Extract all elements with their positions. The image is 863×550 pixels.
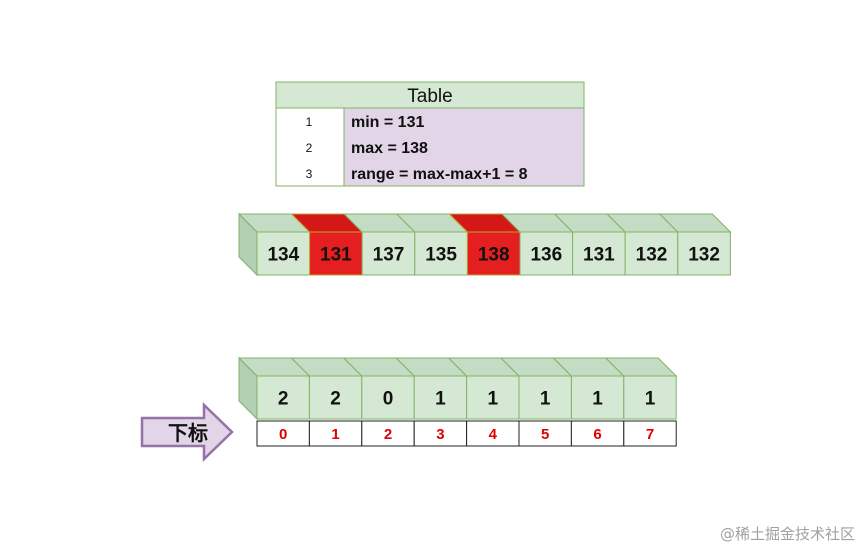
input-cell-value: 131 (320, 245, 352, 266)
table-row-number: 1 (306, 115, 313, 129)
count-cell-value: 2 (278, 389, 289, 410)
input-cell-value: 136 (530, 245, 562, 266)
index-value: 0 (279, 426, 287, 443)
index-cell (623, 420, 677, 447)
index-arrow: 下标 (140, 402, 234, 462)
count-cell-value: 1 (540, 389, 551, 410)
arrow-shape (140, 402, 234, 462)
input-cell (677, 231, 731, 276)
input-cell-value: 134 (267, 245, 299, 266)
table-row-text: min = 131 (351, 114, 424, 131)
index-value: 1 (331, 426, 339, 443)
input-cell (572, 231, 626, 276)
index-value: 2 (384, 426, 392, 443)
index-row: 0 1 2 3 4 5 6 7 (256, 420, 677, 447)
index-value: 4 (489, 426, 498, 443)
count-cell-value: 1 (488, 389, 499, 410)
table-border (275, 107, 585, 187)
table-row-text: max = 138 (351, 140, 428, 157)
table-row-number: 3 (306, 167, 313, 181)
info-table: Table 1 min = 131 2 max = 138 3 range = max-ma… (275, 81, 585, 187)
input-cell-highlighted (466, 231, 521, 276)
table-row-text: range = max-max+1 = 8 (351, 166, 528, 183)
input-cell-value: 138 (478, 245, 510, 266)
index-value: 5 (541, 426, 549, 443)
index-value: 3 (436, 426, 444, 443)
count-cell-value: 1 (435, 389, 446, 410)
input-cell (256, 231, 311, 276)
index-cell (518, 420, 572, 447)
table-body (344, 108, 584, 186)
table-row-number: 2 (306, 141, 313, 155)
count-cell-value: 0 (383, 389, 394, 410)
input-cell-value: 135 (425, 245, 457, 266)
count-cell (623, 375, 677, 420)
input-cell-value: 132 (636, 245, 668, 266)
input-cell (519, 231, 574, 276)
table-header (275, 81, 585, 109)
input-cell-value: 131 (583, 245, 615, 266)
index-cell (570, 420, 625, 447)
count-array: 2 2 0 1 1 1 1 1 (237, 356, 678, 421)
count-cell (570, 375, 625, 420)
count-cell (413, 375, 468, 420)
watermark: @稀土掘金技术社区 (720, 525, 855, 543)
count-cell-value: 1 (645, 389, 656, 410)
input-cell (414, 231, 468, 276)
input-cell (624, 231, 679, 276)
input-cell-value: 137 (373, 245, 405, 266)
index-cell (466, 420, 520, 447)
arrow-label: 下标 (168, 421, 208, 445)
index-value: 7 (646, 426, 654, 443)
count-cell-value: 2 (330, 389, 341, 410)
table-title: Table (407, 86, 452, 107)
input-cell-value: 132 (688, 245, 720, 266)
input-cell-highlighted (309, 231, 363, 276)
count-cell (466, 375, 520, 420)
count-cell (308, 375, 363, 420)
count-cell-value: 1 (592, 389, 603, 410)
input-array: 134 131 137 135 138 136 131 132 132 (237, 212, 732, 277)
index-value: 6 (593, 426, 601, 443)
